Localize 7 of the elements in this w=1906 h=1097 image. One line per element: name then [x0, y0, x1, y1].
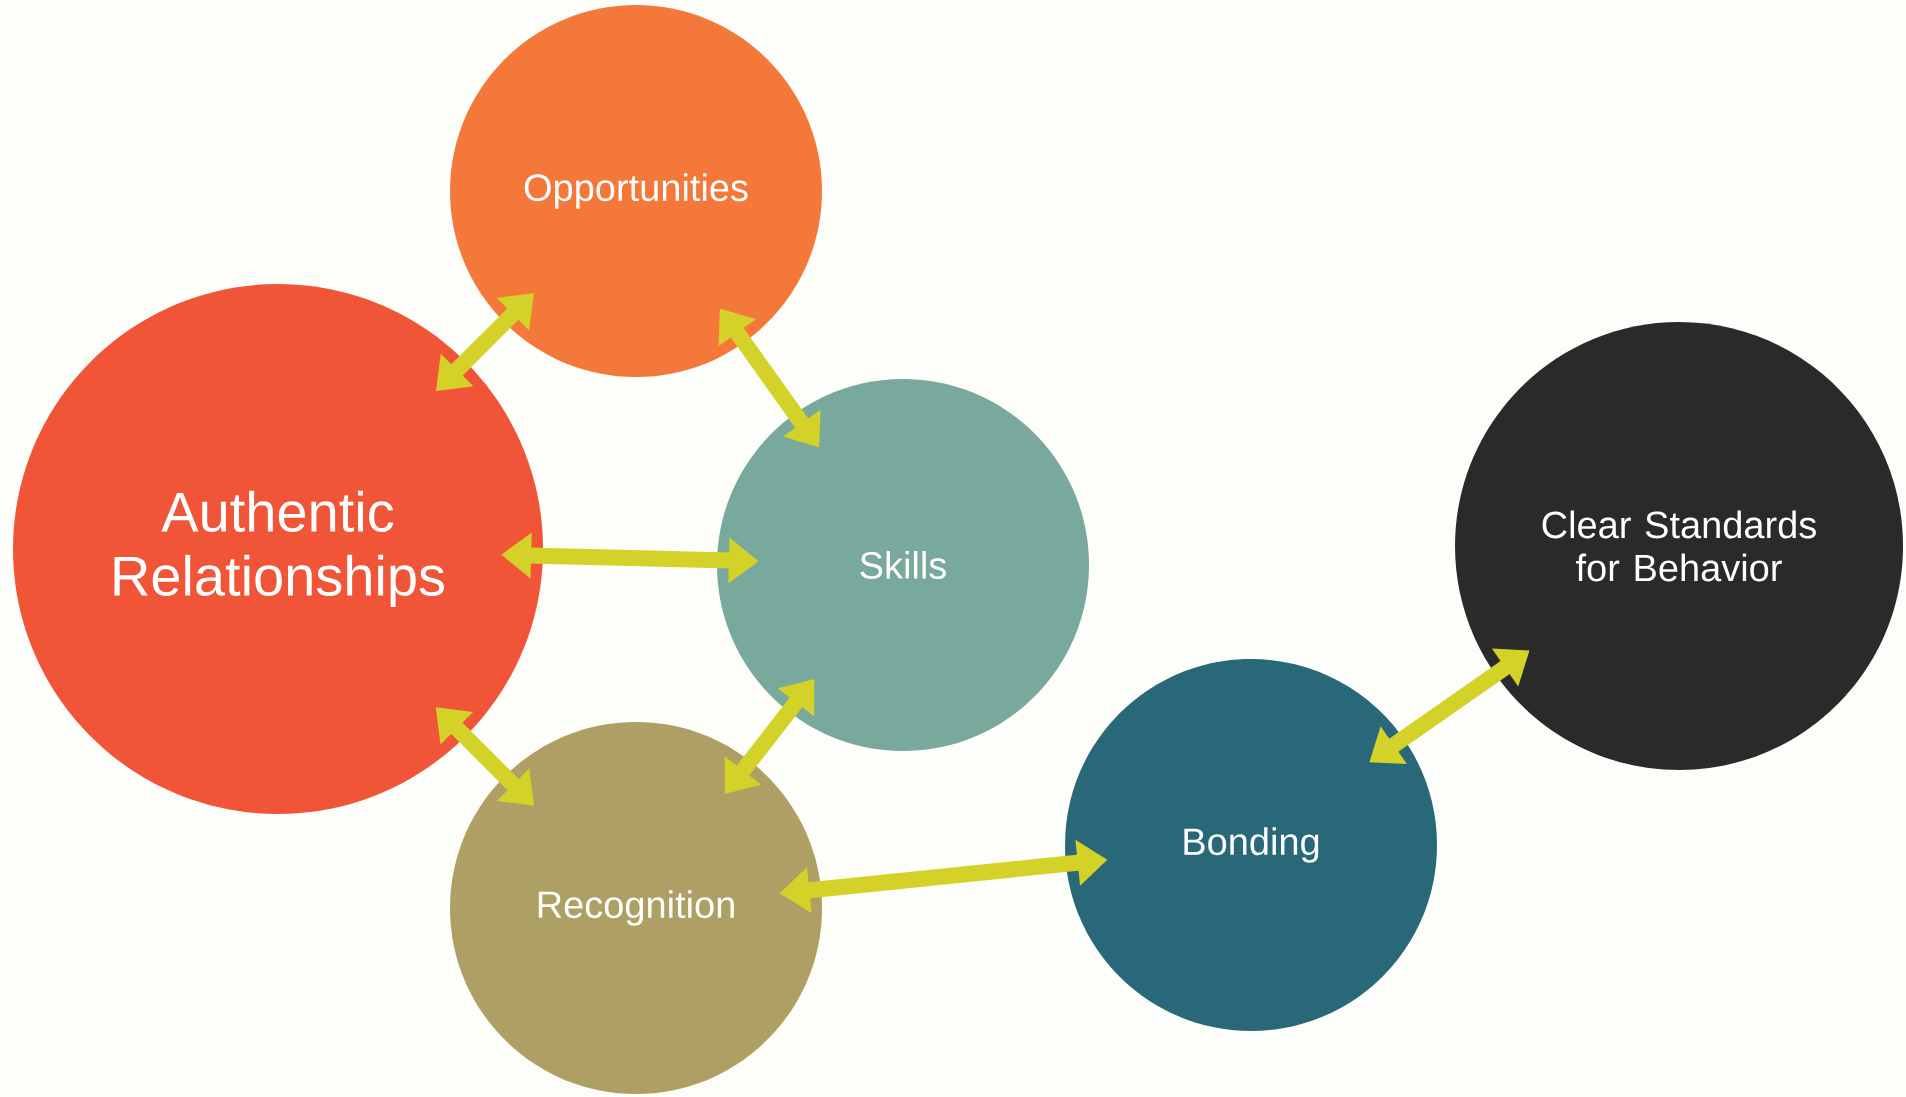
- circle-node: Authentic Relationships: [13, 284, 543, 814]
- circle-node: Opportunities: [450, 5, 822, 377]
- double-arrow: [436, 293, 534, 391]
- circle-node: Bonding: [1065, 659, 1437, 1031]
- circle-node: Recognition: [450, 722, 822, 1094]
- circle-node: Skills: [717, 379, 1089, 751]
- circle-node: Clear Standards for Behavior: [1455, 322, 1903, 770]
